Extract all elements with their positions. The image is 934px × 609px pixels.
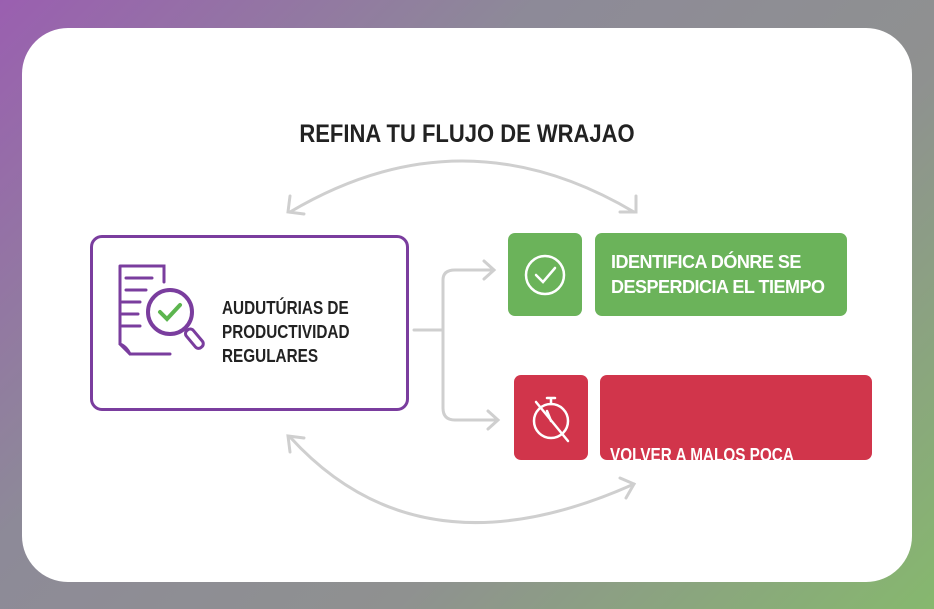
positive-icon-tile (508, 233, 582, 316)
audit-label-line: PRODUCTIVIDAD (222, 322, 350, 342)
audit-label: AUDUTÚRIAS DE PRODUCTIVIDAD REGULARES (222, 296, 350, 368)
branch-arrowhead-top (482, 259, 497, 281)
audit-box (90, 235, 409, 411)
top-arc-arrowhead-right (618, 194, 638, 214)
document-magnifier-check-icon (118, 264, 205, 356)
positive-outcome-box: IDENTIFICA DÓNRE SE DESPERDICIA EL TIEMP… (595, 233, 847, 316)
branch-arrowhead-bottom (486, 409, 501, 431)
bottom-cycle-arc (288, 435, 636, 524)
top-arc-arrowhead-left (286, 194, 306, 216)
bottom-arc-arrowhead-left (286, 434, 306, 454)
stopwatch-crossed-icon (532, 396, 570, 443)
negative-icon-tile (514, 375, 588, 460)
audit-label-line: AUDUTÚRIAS DE (222, 298, 349, 318)
branch-connector (412, 268, 498, 422)
top-cycle-arc (288, 159, 636, 214)
positive-outcome-line: IDENTIFICA DÓNRE SE (611, 252, 801, 272)
bottom-arc-arrowhead-right (618, 476, 637, 500)
negative-outcome-box: VOLVER A MALOS POCA HÁBITOS PRODUCTIIDAD (600, 375, 872, 540)
negative-outcome-line: VOLVER A MALOS POCA (610, 445, 794, 465)
diagram-title: REFINA TU FLUJO DE WRAJAO (299, 120, 635, 148)
positive-outcome-line: DESPERDICIA EL TIEMPO (611, 277, 825, 297)
audit-label-line: REGULARES (222, 346, 319, 366)
check-circle-icon (524, 254, 566, 296)
negative-outcome-line: HÁBITOS PRODUCTIIDAD (610, 520, 826, 540)
